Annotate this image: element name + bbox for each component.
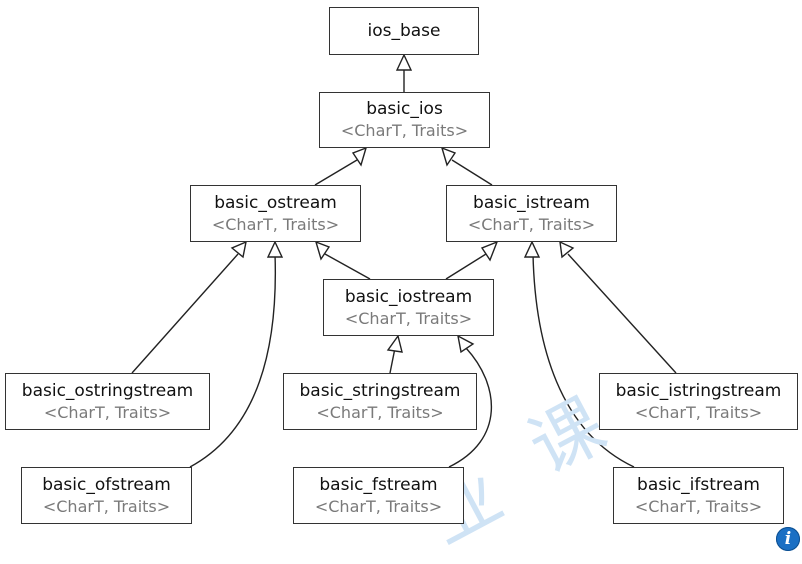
template-params: <CharT, Traits> bbox=[344, 308, 473, 328]
class-box-basic-ostringstream[interactable]: basic_ostringstream <CharT, Traits> bbox=[5, 373, 210, 430]
arrowhead-basic-iostream-from-fstream bbox=[457, 334, 475, 354]
arrowhead-basic-ios-right bbox=[440, 146, 457, 167]
arrowhead-basic-ostream-from-ofstream bbox=[266, 240, 284, 258]
class-name: basic_ofstream bbox=[42, 474, 171, 495]
edge-basic-ifstream-to-basic-istream bbox=[532, 253, 635, 468]
template-params: <CharT, Traits> bbox=[42, 496, 171, 516]
class-name: basic_fstream bbox=[319, 474, 438, 495]
edge-basic-ostringstream-to-basic-ostream bbox=[131, 253, 239, 374]
arrowhead-basic-ios-left bbox=[351, 146, 368, 167]
class-box-basic-istringstream[interactable]: basic_istringstream <CharT, Traits> bbox=[599, 373, 798, 430]
info-icon-glyph: i bbox=[784, 529, 792, 549]
class-name: basic_ifstream bbox=[637, 474, 760, 495]
class-name: basic_ostream bbox=[214, 192, 337, 213]
edge-basic-fstream-to-basic-iostream bbox=[448, 347, 493, 468]
arrowhead-ios-base bbox=[395, 53, 413, 71]
edge-basic-istringstream-to-basic-istream bbox=[567, 253, 677, 374]
template-params: <CharT, Traits> bbox=[316, 402, 444, 422]
arrowhead-basic-istream-from-iostream bbox=[480, 240, 499, 262]
class-box-basic-ostream[interactable]: basic_ostream <CharT, Traits> bbox=[190, 185, 361, 242]
template-params: <CharT, Traits> bbox=[634, 496, 763, 516]
edge-basic-stringstream-to-basic-iostream bbox=[389, 347, 396, 374]
arrowhead-basic-istream-from-istringstream bbox=[559, 240, 575, 259]
edge-basic-ofstream-to-basic-ostream bbox=[189, 253, 277, 468]
edge-basic-istream-to-basic-ios bbox=[451, 159, 493, 186]
class-box-basic-ofstream[interactable]: basic_ofstream <CharT, Traits> bbox=[21, 467, 192, 524]
class-box-basic-iostream[interactable]: basic_iostream <CharT, Traits> bbox=[323, 279, 494, 336]
class-name: basic_istringstream bbox=[615, 380, 782, 401]
class-name: basic_istream bbox=[473, 192, 590, 213]
class-name: ios_base bbox=[367, 21, 441, 41]
class-box-basic-fstream[interactable]: basic_fstream <CharT, Traits> bbox=[293, 467, 464, 524]
class-name: basic_stringstream bbox=[299, 380, 461, 401]
class-box-basic-istream[interactable]: basic_istream <CharT, Traits> bbox=[446, 185, 617, 242]
info-icon[interactable]: i bbox=[776, 527, 800, 551]
class-name: basic_ios bbox=[366, 99, 443, 119]
template-params: <CharT, Traits> bbox=[467, 214, 596, 234]
template-params: <CharT, Traits> bbox=[211, 214, 340, 234]
edge-basic-ostream-to-basic-ios bbox=[314, 159, 358, 186]
edge-basic-iostream-to-basic-istream bbox=[445, 253, 487, 280]
template-params: <CharT, Traits> bbox=[634, 402, 763, 422]
arrowhead-basic-ostream-from-iostream bbox=[314, 240, 331, 261]
class-box-basic-ios[interactable]: basic_ios <CharT, Traits> bbox=[319, 92, 490, 148]
template-params: <CharT, Traits> bbox=[43, 402, 172, 422]
class-name: basic_iostream bbox=[344, 286, 473, 307]
arrowhead-basic-istream-from-ifstream bbox=[523, 240, 541, 258]
class-box-basic-ifstream[interactable]: basic_ifstream <CharT, Traits> bbox=[613, 467, 784, 524]
arrowhead-basic-ostream-from-ostringstream bbox=[230, 240, 247, 259]
arrowhead-basic-iostream-from-stringstream bbox=[386, 334, 403, 353]
edge-basic-iostream-to-basic-ostream bbox=[324, 253, 371, 280]
class-box-basic-stringstream[interactable]: basic_stringstream <CharT, Traits> bbox=[283, 373, 477, 430]
class-name: basic_ostringstream bbox=[21, 380, 194, 401]
template-params: <CharT, Traits> bbox=[340, 121, 469, 140]
template-params: <CharT, Traits> bbox=[314, 496, 443, 516]
class-box-ios-base[interactable]: ios_base bbox=[329, 7, 479, 55]
